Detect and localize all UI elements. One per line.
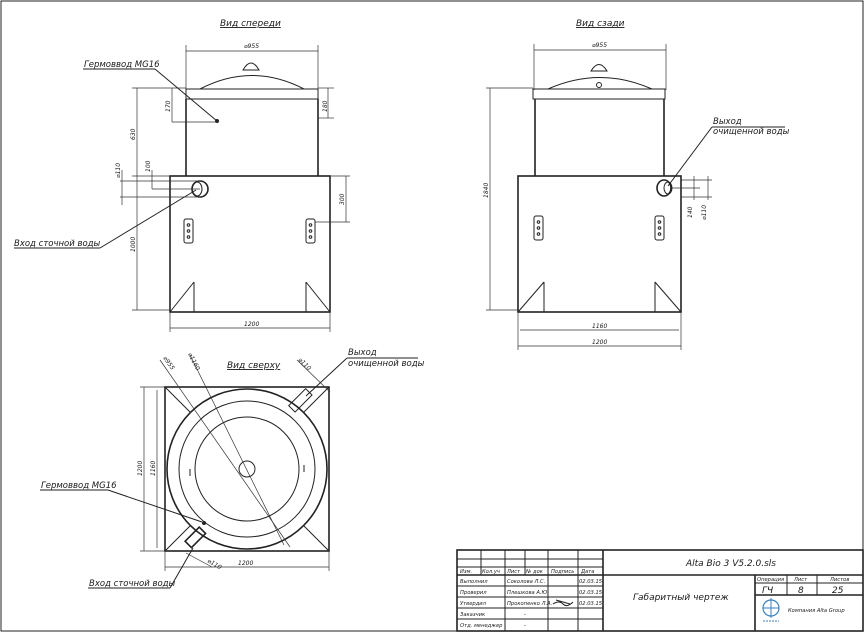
tb-company: Компания Alta Group bbox=[788, 608, 845, 614]
front-dim-630: 630 bbox=[130, 128, 137, 140]
tb-row-role: Заказчик bbox=[460, 612, 486, 618]
top-dim-pipe-out: ⌀110 bbox=[297, 356, 313, 372]
rear-handle-right bbox=[654, 215, 665, 241]
rear-outlet-label-2: очищенной воды bbox=[713, 127, 790, 137]
tb-header-doc: № док bbox=[525, 569, 544, 575]
rear-view: Вид сзади ⌀955 1840 140 ⌀110 bbox=[483, 19, 790, 350]
tb-row-date: 02.03.15 bbox=[579, 590, 603, 596]
top-view: Вид сверху ⌀955 ⌀1160 ⌀110 1200 1160 bbox=[40, 348, 425, 589]
top-center-hatch bbox=[238, 460, 256, 478]
top-outlet-pipe bbox=[287, 387, 313, 413]
top-dim-d-inner: ⌀955 bbox=[161, 355, 175, 372]
front-dim-1200: 1200 bbox=[244, 321, 259, 328]
top-outer-ring bbox=[166, 388, 328, 550]
top-dim-width: 1200 bbox=[238, 560, 253, 567]
front-rim bbox=[185, 88, 319, 100]
rear-dim-pipe-d: ⌀110 bbox=[701, 205, 708, 220]
top-view-title: Вид сверху bbox=[227, 361, 281, 371]
front-inlet-label: Вход сточной воды bbox=[14, 239, 101, 249]
tb-row-role: Проверил bbox=[460, 590, 487, 596]
tb-row-name: Прокопенко Л.А. bbox=[507, 601, 552, 607]
rear-outlet-label-1: Выход bbox=[713, 117, 742, 127]
front-handle-right bbox=[305, 218, 316, 244]
tb-drawing-name: Габаритный чертеж bbox=[633, 593, 729, 603]
front-lid-cap bbox=[242, 62, 260, 71]
tb-sheet-value: 8 bbox=[798, 586, 804, 596]
top-mid-ring bbox=[178, 400, 316, 538]
rear-dim-1160: 1160 bbox=[592, 323, 607, 330]
front-dim-300: 300 bbox=[339, 193, 346, 205]
front-dim-170: 170 bbox=[165, 100, 172, 112]
top-dim-side-inner: 1160 bbox=[150, 461, 157, 476]
tb-row-date: 02.03.15 bbox=[579, 601, 603, 607]
top-inner-ring bbox=[194, 416, 300, 522]
tb-header-date: Дата bbox=[580, 569, 594, 575]
tb-stage-label: Операция bbox=[757, 577, 784, 583]
front-dim-100: 100 bbox=[145, 160, 152, 172]
top-outlet-label-1: Выход bbox=[348, 348, 377, 358]
top-dim-side-outer: 1200 bbox=[137, 461, 144, 476]
title-block: Изм. Кол.уч Лист № док Подпись Дата Выпо… bbox=[456, 549, 864, 632]
rear-rim bbox=[532, 88, 666, 100]
front-view: Вид спереди ⌀955 630 bbox=[14, 19, 350, 332]
tb-signature bbox=[552, 599, 574, 607]
tb-row-role: Отд. менеджер bbox=[460, 623, 503, 629]
tb-header-izm: Изм. bbox=[460, 569, 472, 575]
top-gland-dot bbox=[202, 521, 206, 525]
tb-row-date: 02.03.15 bbox=[579, 579, 603, 585]
tb-row-name: - bbox=[524, 612, 526, 618]
tb-header-list: Лист bbox=[506, 569, 521, 575]
tb-sheet-label: Лист bbox=[793, 577, 808, 583]
rear-view-title: Вид сзади bbox=[576, 19, 625, 29]
tb-row-role: Выполнил bbox=[460, 579, 488, 585]
top-dim-pipe-in: ⌀110 bbox=[206, 558, 223, 572]
top-inlet-pipe bbox=[183, 525, 207, 549]
top-base-square bbox=[164, 386, 330, 552]
tb-sheets-value: 25 bbox=[832, 586, 844, 596]
tb-row-role: Утвердил bbox=[460, 601, 487, 607]
front-diameter-dim: ⌀955 bbox=[244, 43, 259, 50]
rear-handle-left bbox=[533, 215, 544, 241]
tb-row-name: Плешкова А.Ю. bbox=[507, 590, 549, 596]
rear-dim-1840: 1840 bbox=[483, 183, 490, 198]
rear-lid-cap bbox=[590, 64, 608, 72]
front-dim-pipe-d: ⌀110 bbox=[115, 163, 122, 178]
tb-sheets-label: Листов bbox=[829, 577, 849, 583]
front-view-title: Вид спереди bbox=[220, 19, 281, 29]
front-base-body bbox=[169, 175, 331, 313]
front-dim-1000: 1000 bbox=[130, 237, 137, 252]
front-handle-left bbox=[183, 218, 194, 244]
tb-stage-value: ГЧ bbox=[762, 586, 773, 596]
tb-row-name: - bbox=[524, 623, 526, 629]
company-logo-icon bbox=[762, 598, 780, 622]
rear-dim-140: 140 bbox=[687, 206, 694, 218]
rear-base-body bbox=[517, 175, 682, 313]
tb-header-sign: Подпись bbox=[551, 569, 574, 575]
rear-dim-1200: 1200 bbox=[592, 339, 607, 346]
top-inlet-label: Вход сточной воды bbox=[89, 579, 176, 589]
tb-row-name: Соколова Л.С. bbox=[507, 579, 545, 585]
top-dim-d-outer: ⌀1160 bbox=[186, 352, 201, 372]
tb-file-name: Alta Bio 3 V5.2.0.sls bbox=[685, 559, 776, 569]
front-dim-180: 180 bbox=[322, 100, 329, 112]
front-gland-label: Гермоввод MG16 bbox=[84, 60, 160, 70]
tb-header-kol: Кол.уч bbox=[482, 569, 500, 575]
rear-diameter-dim: ⌀955 bbox=[592, 42, 607, 49]
top-gland-label: Гермоввод MG16 bbox=[41, 481, 117, 491]
top-outlet-label-2: очищенной воды bbox=[348, 359, 425, 369]
front-lid-dome bbox=[199, 75, 305, 90]
